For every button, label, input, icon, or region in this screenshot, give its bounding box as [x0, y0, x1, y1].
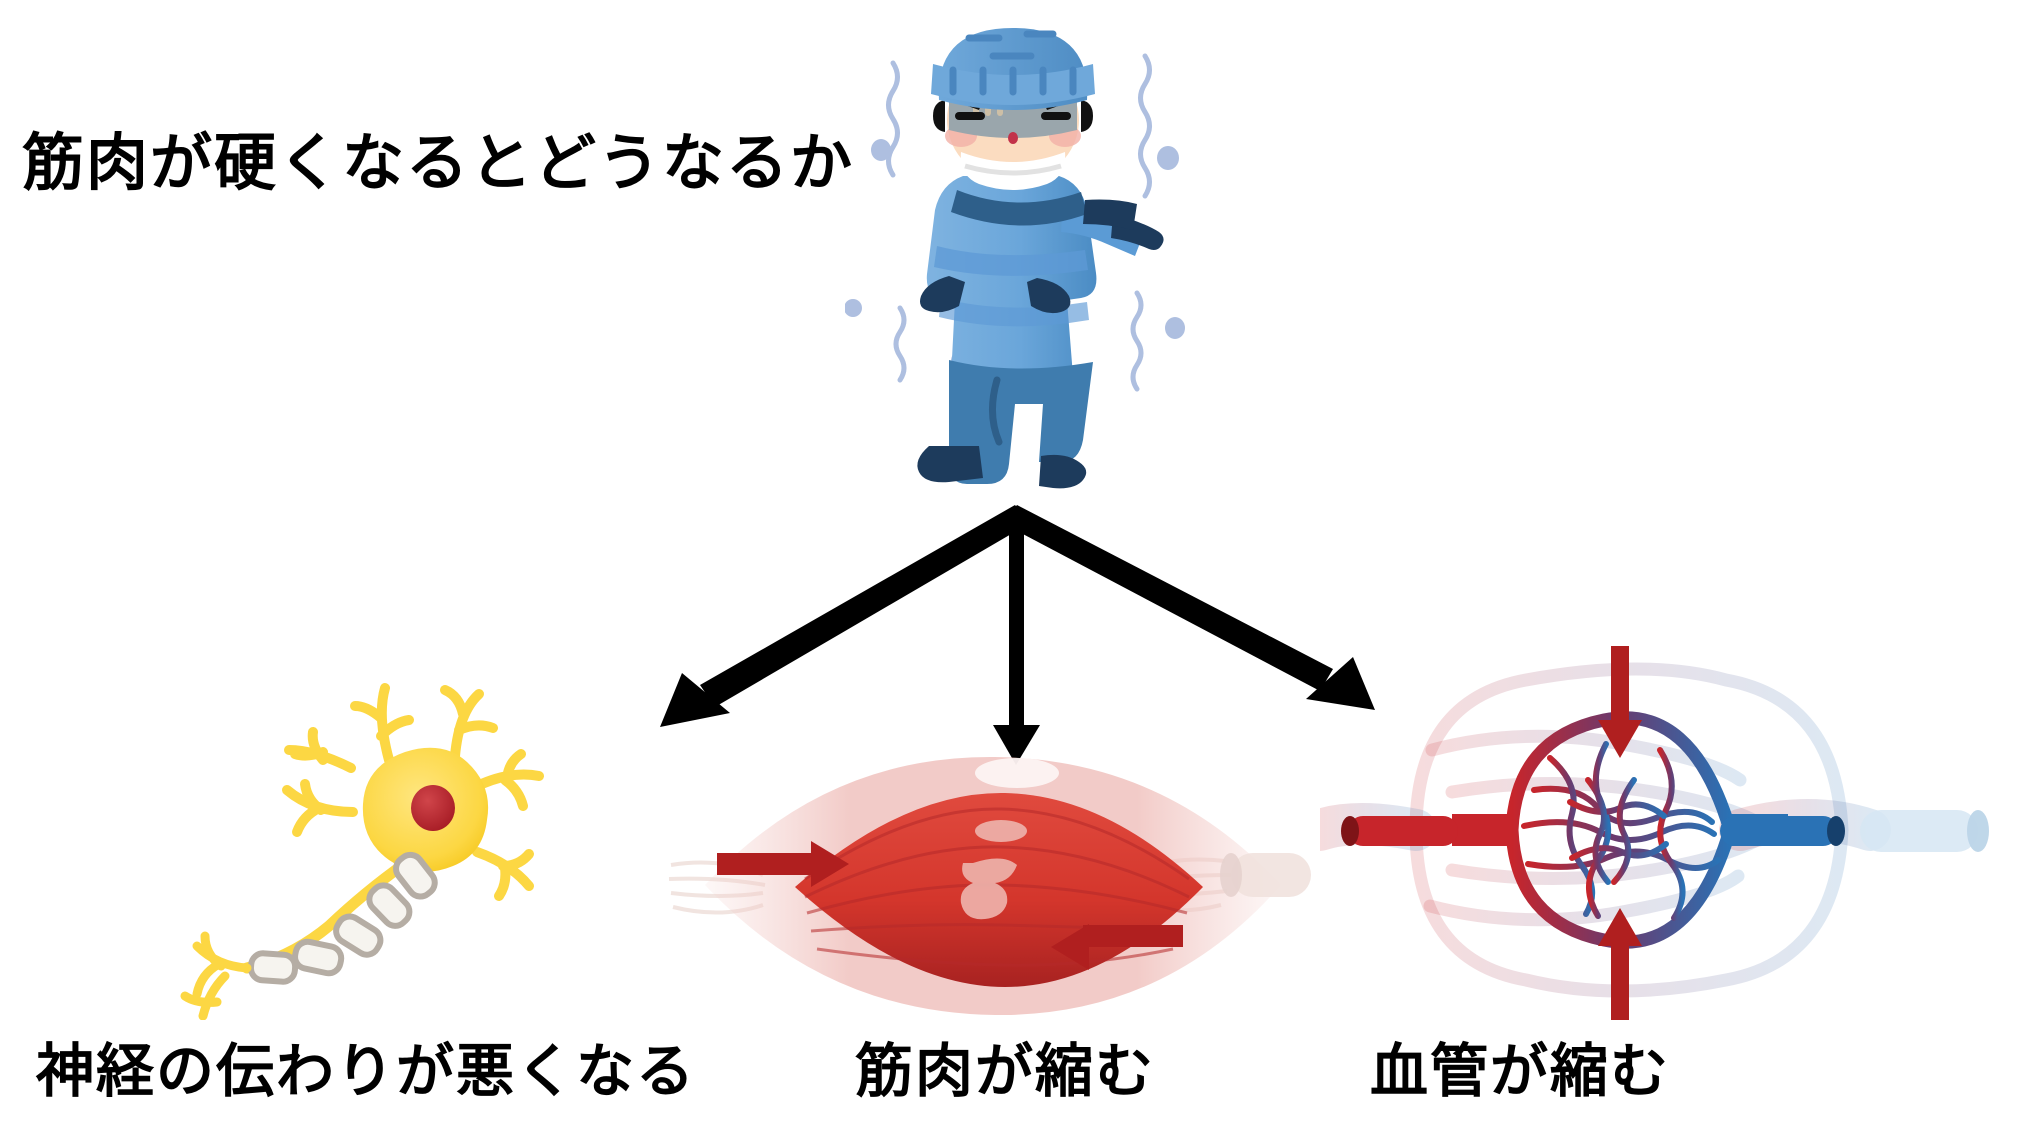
branch-arrow-left-icon	[660, 505, 1030, 727]
capillary-mesh	[1521, 741, 1721, 921]
artery-open-end	[1341, 816, 1458, 846]
axon-terminals	[180, 931, 252, 1020]
shivering-person-illustration	[845, 8, 1195, 508]
neuron-illustration	[155, 640, 605, 1020]
page-title: 筋肉が硬くなるとどうなるか	[22, 126, 855, 199]
muscle-illustration	[665, 745, 1325, 1015]
vein-open-end	[1720, 816, 1845, 846]
dendrites	[282, 683, 544, 901]
knit-hat-icon	[931, 28, 1095, 110]
shiver-dots-icon	[845, 139, 1185, 339]
compress-arrow-left-icon	[717, 841, 849, 887]
muscle-striations	[804, 807, 1190, 967]
muscle-highlights	[960, 820, 1027, 920]
compress-arrow-right-icon	[1051, 924, 1183, 970]
caption-muscle: 筋肉が縮む	[855, 1037, 1156, 1105]
blood-vessel-illustration	[1320, 630, 2020, 1030]
caption-vessel: 血管が縮む	[1370, 1037, 1671, 1105]
compress-arrow-top-icon	[1598, 646, 1642, 758]
vein-open-end	[1860, 810, 1989, 852]
scarf-icon	[951, 190, 1137, 230]
bone-stub	[1220, 853, 1311, 897]
compress-arrow-bottom-icon	[1598, 908, 1642, 1020]
nucleus	[411, 785, 455, 831]
branch-arrow-right-icon	[1002, 505, 1375, 710]
myelin-sheath	[247, 851, 438, 985]
branch-arrow-down-icon	[993, 511, 1040, 765]
pants-and-boots	[917, 360, 1093, 489]
caption-nerve: 神経の伝わりが悪くなる	[36, 1037, 697, 1105]
three-way-branch-arrows	[630, 495, 1420, 765]
